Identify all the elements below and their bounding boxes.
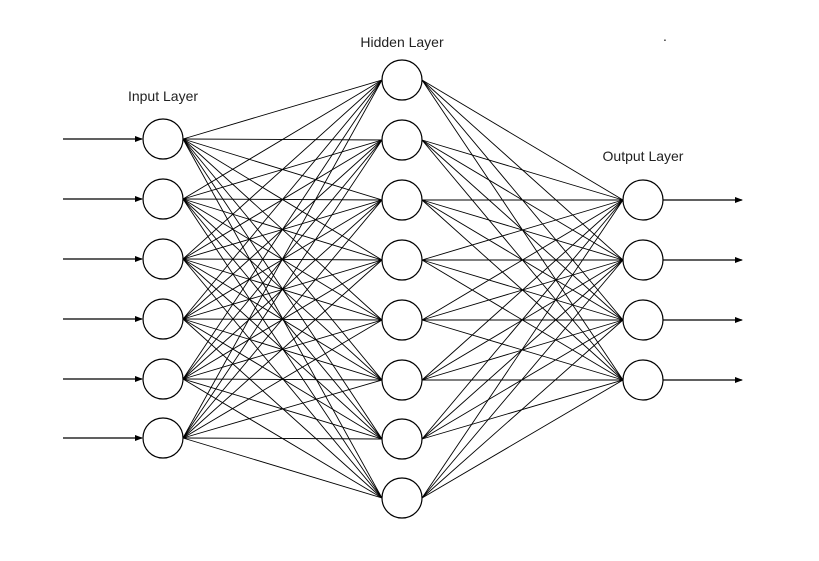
stray-dot-mark: . [663,28,667,44]
connection-edges [182,79,624,499]
edge-input-5-to-hidden-1 [182,79,383,380]
edge-input-4-to-hidden-1 [182,79,383,320]
hidden-node-4 [381,239,423,281]
edge-hidden-1-to-output-1 [421,79,624,201]
input-node-4 [142,298,184,340]
output-layer-label: Output Layer [603,148,684,164]
input-layer-label: Input Layer [128,88,198,104]
input-node-1 [142,118,184,160]
input-node-5 [142,358,184,400]
edge-hidden-2-to-output-1 [421,139,624,201]
hidden-node-3 [381,179,423,221]
edge-hidden-6-to-output-1 [421,199,624,381]
output-node-3 [622,299,664,341]
hidden-node-7 [381,418,423,460]
edge-hidden-8-to-output-2 [421,259,624,499]
hidden-node-5 [381,299,423,341]
edge-input-4-to-hidden-8 [182,318,383,499]
hidden-node-2 [381,119,423,161]
output-node-1 [622,179,664,221]
edge-hidden-8-to-output-3 [421,319,624,499]
edge-input-6-to-hidden-5 [182,319,383,439]
edge-hidden-8-to-output-4 [421,379,624,499]
output-node-2 [622,239,664,281]
edge-input-6-to-hidden-7 [182,437,383,440]
edge-input-6-to-hidden-4 [182,259,383,439]
edge-hidden-7-to-output-1 [421,199,624,440]
edge-hidden-5-to-output-1 [421,199,624,321]
input-node-3 [142,238,184,280]
edge-input-6-to-hidden-8 [182,437,383,499]
edge-input-3-to-hidden-1 [182,79,383,260]
edge-input-6-to-hidden-6 [182,379,383,439]
hidden-layer-label: Hidden Layer [360,34,444,50]
hidden-node-1 [381,59,423,101]
io-arrows [63,136,743,441]
hidden-node-8 [381,477,423,519]
neuron-nodes [142,59,664,519]
edge-input-2-to-hidden-1 [182,79,383,200]
output-node-4 [622,359,664,401]
edge-input-6-to-hidden-2 [182,139,383,439]
edge-hidden-4-to-output-1 [421,199,624,261]
edge-hidden-8-to-output-1 [421,199,624,499]
input-node-2 [142,178,184,220]
edge-input-6-to-hidden-3 [182,199,383,439]
edge-input-1-to-hidden-1 [182,79,383,140]
input-node-6 [142,417,184,459]
hidden-node-6 [381,359,423,401]
edge-input-6-to-hidden-1 [182,79,383,439]
